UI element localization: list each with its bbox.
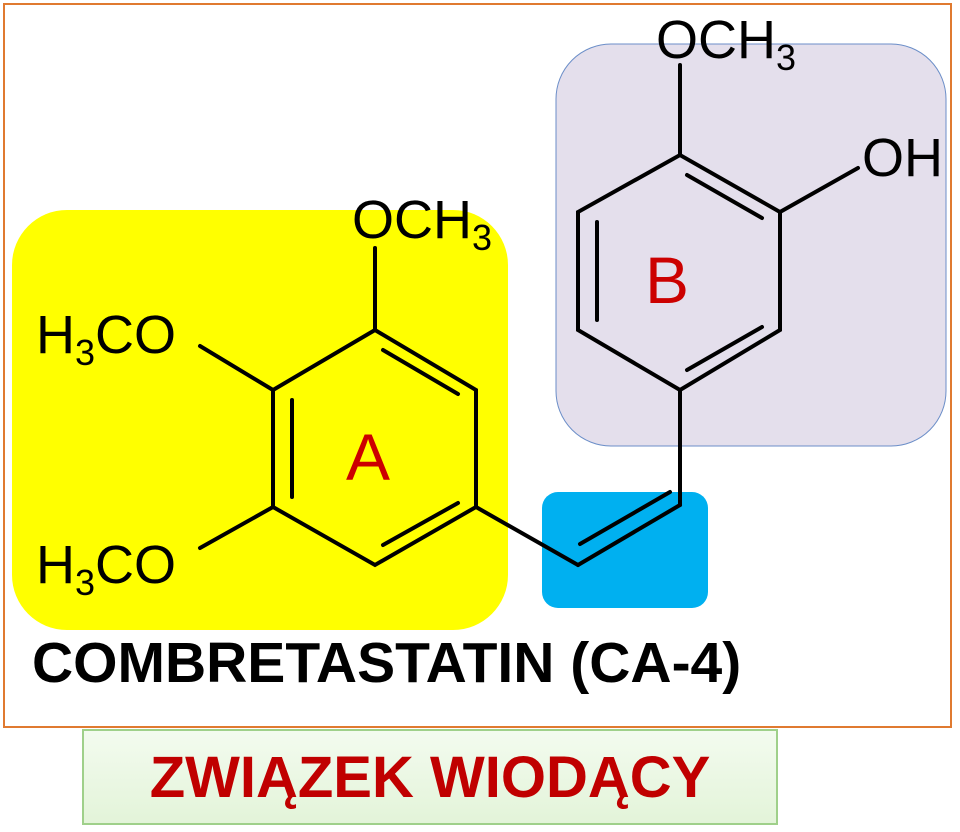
- compound-name: COMBRETASTATIN (CA-4): [32, 631, 742, 695]
- bridge-double-bond-1: [576, 503, 682, 567]
- bond-a-och3-lower-left: [198, 505, 275, 550]
- label-och3-ring-b: OCH3: [656, 10, 796, 78]
- label-h3co-lower: H3CO: [36, 535, 176, 603]
- double-bond-highlight: [542, 492, 708, 608]
- ring-b-highlight: [555, 43, 947, 447]
- caption-text: ZWIĄZEK WIODĄCY: [149, 744, 711, 810]
- ring-b-inner-bond-2: [685, 173, 764, 220]
- ring-a-label: A: [346, 420, 390, 494]
- slide-frame: [3, 3, 952, 728]
- label-oh: OH: [862, 128, 943, 188]
- ring-a-highlight: [12, 210, 508, 630]
- label-h3co-upper: H3CO: [36, 305, 176, 373]
- ring-b-label: B: [645, 243, 689, 317]
- caption-box: ZWIĄZEK WIODĄCY: [82, 729, 778, 825]
- bond-b-oh: [778, 166, 860, 214]
- bond-ring-a-to-bridge: [474, 505, 580, 567]
- label-och3-ring-a: OCH3: [352, 190, 492, 258]
- bond-a-och3-upper-left: [198, 344, 275, 392]
- ring-b-inner-bond-3: [685, 325, 764, 372]
- bridge-double-bond-2: [578, 490, 672, 546]
- bonds: [198, 63, 860, 568]
- ring-a-inner-bond-1: [381, 348, 460, 396]
- ring-a-inner-bond-3: [381, 501, 460, 547]
